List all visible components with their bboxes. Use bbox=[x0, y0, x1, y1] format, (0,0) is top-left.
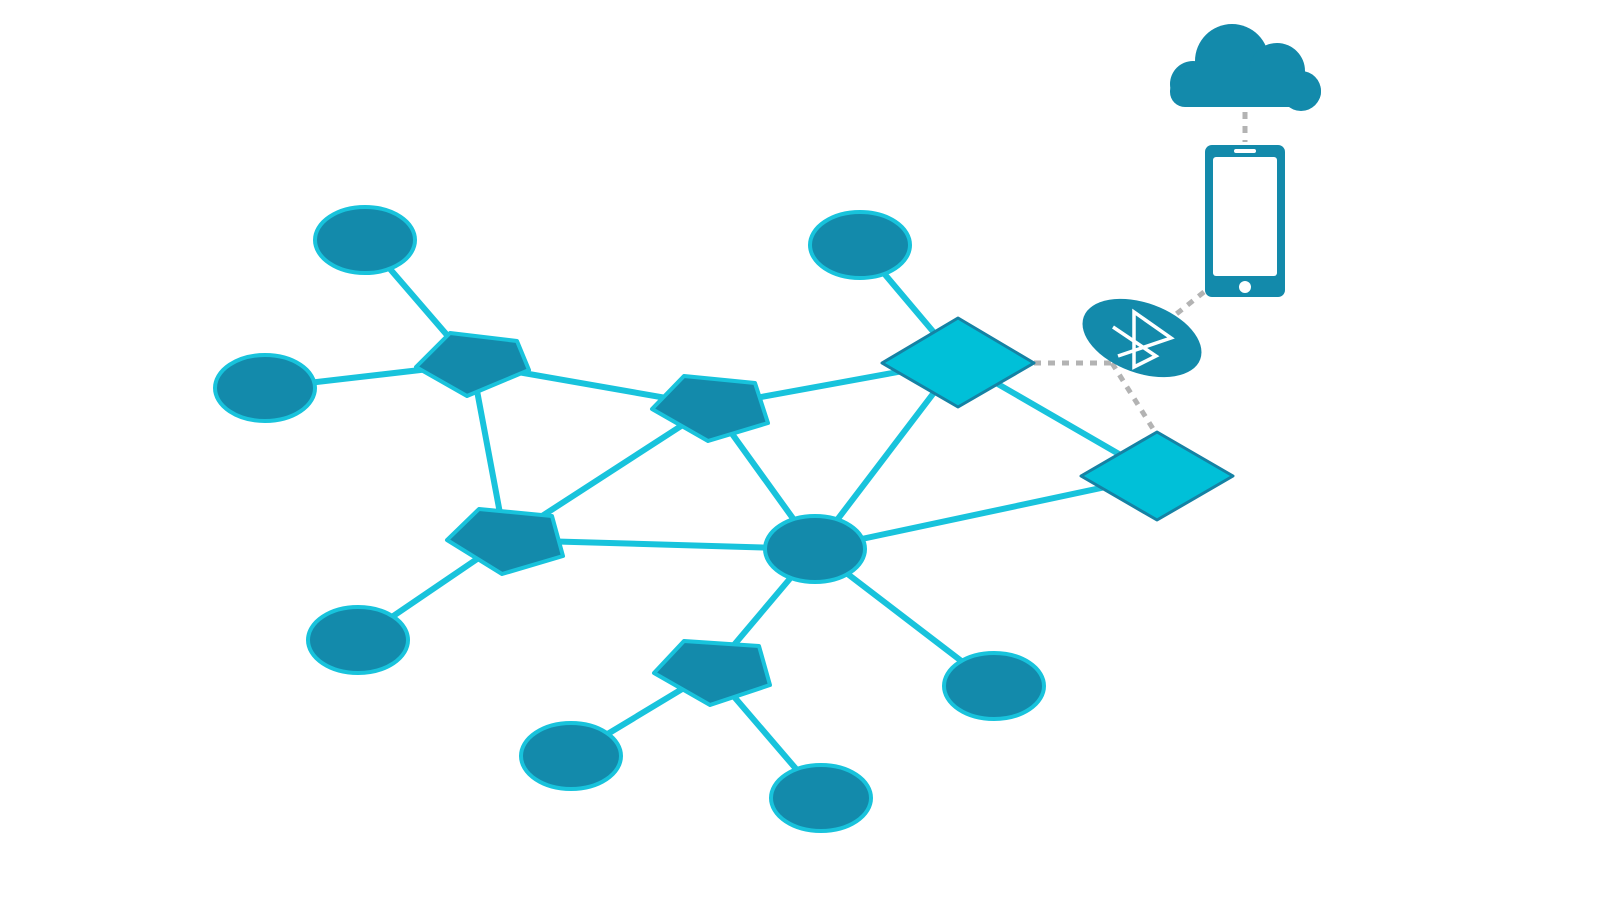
smartphone-screen bbox=[1213, 157, 1277, 276]
node-top-center bbox=[808, 210, 912, 280]
node-bottom-1 bbox=[519, 721, 623, 791]
cloud-icon bbox=[1170, 24, 1321, 111]
gateway-diamond-a bbox=[880, 316, 1036, 409]
router-pentagon-a bbox=[414, 331, 531, 398]
smartphone-home-button bbox=[1239, 281, 1251, 293]
node-top-left bbox=[313, 205, 417, 275]
node-hub bbox=[763, 514, 867, 584]
gateway-diamond-b bbox=[1079, 430, 1235, 522]
wireless-links bbox=[1034, 112, 1248, 434]
node-bottom-left bbox=[306, 605, 410, 675]
bluetooth-icon bbox=[1082, 298, 1202, 378]
smartphone-icon bbox=[1205, 145, 1285, 297]
node-bottom-2 bbox=[769, 763, 873, 833]
wireless-phone-to-bluetooth bbox=[1173, 290, 1206, 317]
router-pentagon-b bbox=[650, 374, 770, 443]
smartphone-speaker bbox=[1234, 149, 1256, 153]
router-pentagon-d bbox=[652, 639, 772, 707]
router-nodes bbox=[414, 331, 772, 707]
bluetooth-glyph bbox=[1112, 308, 1175, 370]
sensor-nodes bbox=[213, 205, 1046, 833]
gateway-nodes bbox=[880, 316, 1235, 522]
node-bottom-right bbox=[942, 651, 1046, 721]
router-pentagon-c bbox=[445, 507, 565, 576]
node-left bbox=[213, 353, 317, 423]
